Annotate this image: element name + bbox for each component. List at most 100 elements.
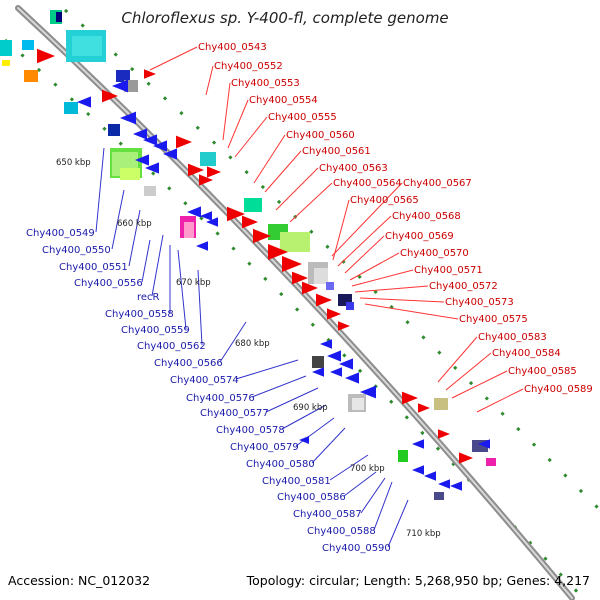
gene-block [200,152,216,166]
gene-block [314,268,328,284]
gene-label[interactable]: Chy400_0567 [403,178,472,189]
gene-label[interactable]: Chy400_0566 [154,358,223,369]
gene-arrow [412,439,424,449]
gene-block [352,398,364,410]
forward-connector-line [205,65,214,96]
gene-label[interactable]: Chy400_0549 [26,228,95,239]
gene-label[interactable]: Chy400_0569 [385,231,454,242]
forward-connector-line [344,235,385,274]
gene-block [24,70,38,82]
forward-connector-line [332,199,350,261]
gene-label[interactable]: Chy400_0583 [478,332,547,343]
forward-connector-line [445,352,492,391]
gene-block [116,70,130,82]
gene-label[interactable]: Chy400_0579 [230,442,299,453]
gene-arrow [282,256,302,272]
forward-connector-line [349,252,400,281]
reverse-connector-line [197,269,203,346]
reverse-connector-line [281,404,327,430]
gene-label[interactable]: Chy400_0572 [429,281,498,292]
gene-features [0,10,496,500]
gene-label[interactable]: Chy400_0550 [42,245,111,256]
gene-arrow [316,293,332,307]
gene-arrow [418,403,430,413]
gene-arrow [438,479,450,489]
gene-label[interactable]: Chy400_0568 [392,211,461,222]
gene-block [64,102,78,114]
gene-label[interactable]: Chy400_0552 [214,61,283,72]
gene-arrow [312,367,324,377]
gene-arrow [207,166,221,178]
gene-block [244,198,262,212]
gene-arrow [327,308,341,320]
gene-label[interactable]: Chy400_0588 [307,526,376,537]
gene-arrow [187,206,201,218]
reverse-connector-line [111,189,125,250]
gene-label[interactable]: Chy400_0560 [286,130,355,141]
gene-label[interactable]: Chy400_0543 [198,42,267,53]
gene-label[interactable]: Chy400_0564 [333,178,402,189]
gene-label[interactable]: Chy400_0586 [277,492,346,503]
gene-label[interactable]: Chy400_0580 [246,459,315,470]
gene-label[interactable]: Chy400_0578 [216,425,285,436]
gene-label[interactable]: Chy400_0589 [524,384,593,395]
gene-label[interactable]: Chy400_0587 [293,509,362,520]
gene-arrow [120,111,136,125]
gene-label[interactable]: Chy400_0571 [414,265,483,276]
reverse-connector-line [219,321,247,363]
gene-arrow [144,69,156,79]
gene-label[interactable]: Chy400_0584 [492,348,561,359]
gene-label[interactable]: Chy400_0581 [262,476,331,487]
gene-block [434,398,448,410]
forward-connector-lines [149,46,524,413]
tick-label: 690 kbp [293,403,328,413]
reverse-connector-line [373,481,393,531]
gene-label[interactable]: Chy400_0563 [319,163,388,174]
gene-arrow [459,452,473,464]
gene-label[interactable]: Chy400_0590 [322,543,391,554]
gene-label[interactable]: Chy400_0570 [400,248,469,259]
gene-label[interactable]: Chy400_0577 [200,408,269,419]
gene-block [2,60,10,66]
gene-block [22,40,34,50]
gene-label[interactable]: recR [137,292,160,303]
topology-label: Topology: circular; Length: 5,268,950 bp… [246,573,590,588]
gene-label[interactable]: Chy400_0559 [121,325,190,336]
gene-arrow [77,96,91,108]
reverse-connector-lines [95,147,409,548]
gene-arrow [188,163,204,177]
gene-label[interactable]: Chy400_0561 [302,146,371,157]
gene-label[interactable]: Chy400_0585 [508,366,577,377]
gene-label[interactable]: Chy400_0551 [59,262,128,273]
gene-arrow [360,385,376,399]
gene-label[interactable]: Chy400_0558 [105,309,174,320]
gene-label[interactable]: Chy400_0556 [74,278,143,289]
forward-connector-line [149,46,198,71]
gene-label[interactable]: Chy400_0565 [350,195,419,206]
gene-label[interactable]: Chy400_0575 [459,314,528,325]
gene-arrow [199,174,213,186]
gene-label[interactable]: Chy400_0576 [186,393,255,404]
gene-label[interactable]: Chy400_0555 [268,112,337,123]
gene-block [184,222,194,238]
gene-block [120,168,140,180]
gene-arrow [320,339,332,349]
forward-connector-line [437,336,478,383]
gene-block [72,36,102,56]
gene-label[interactable]: Chy400_0553 [231,78,300,89]
gene-label[interactable]: Chy400_0573 [445,297,514,308]
reverse-connector-line [360,477,386,514]
tick-label: 650 kbp [56,158,91,168]
reverse-connector-line [128,209,141,267]
reverse-connector-line [329,454,369,481]
gene-label[interactable]: Chy400_0554 [249,95,318,106]
map-title: Chloroflexus sp. Y-400-fl, complete geno… [121,9,448,27]
gene-label[interactable]: Chy400_0562 [137,341,206,352]
reverse-connector-line [95,147,105,233]
reverse-gene-labels: Chy400_0549 Chy400_0550 Chy400_0551 Chy4… [26,228,391,554]
gene-arrow [345,372,359,384]
gene-label[interactable]: Chy400_0574 [170,375,239,386]
gene-block [398,450,408,462]
